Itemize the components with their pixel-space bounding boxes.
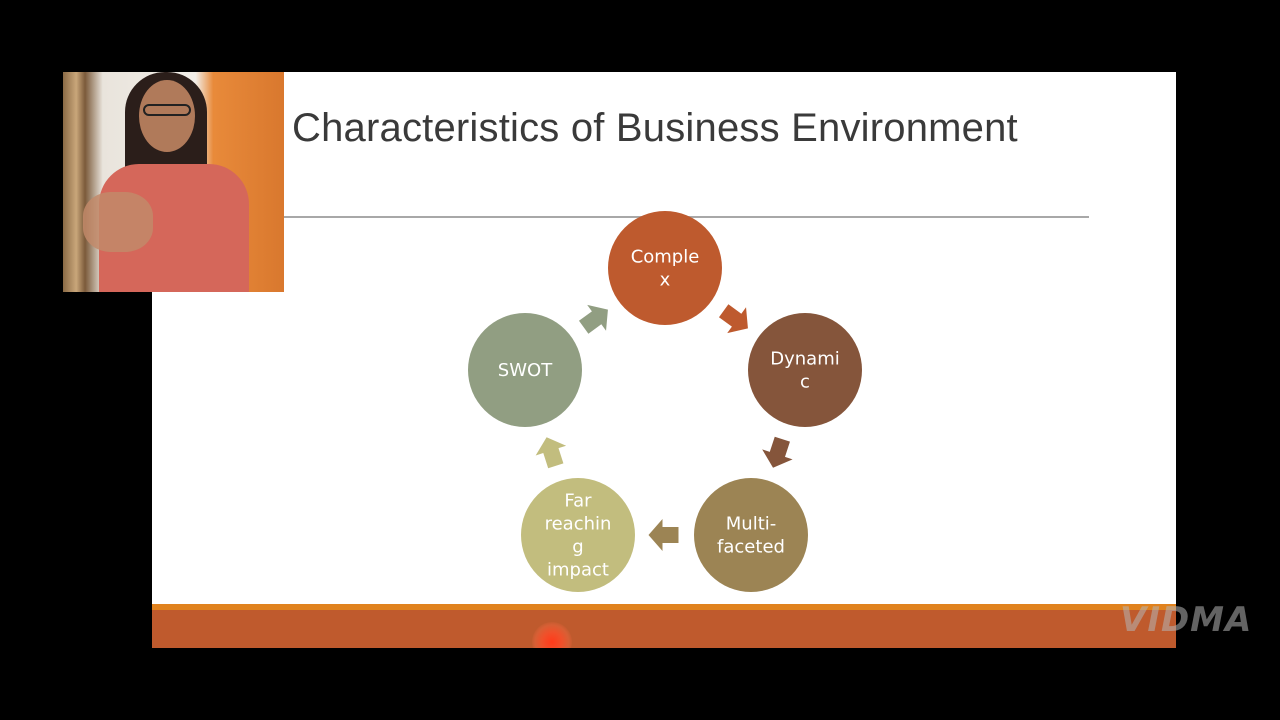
slide-title: Characteristics of Business Environment	[292, 106, 1018, 150]
cycle-node-label: reachin	[545, 514, 612, 535]
laser-pointer-icon	[532, 622, 572, 648]
cycle-node-label: Dynami	[770, 349, 840, 370]
cycle-arrow-icon	[718, 304, 748, 334]
presenter-glasses	[143, 104, 191, 116]
cycle-arrow-icon	[578, 304, 608, 334]
cycle-node-circle	[748, 313, 862, 427]
cycle-node-label: g	[572, 537, 583, 558]
cycle-arrow-icon	[762, 436, 793, 468]
footer-bar	[152, 610, 1176, 648]
presenter-webcam	[63, 72, 284, 292]
cycle-node: Multi-faceted	[694, 478, 808, 592]
cycle-diagram: ComplexDynamicMulti-facetedFarreachingim…	[468, 211, 862, 592]
cycle-node-circle	[608, 211, 722, 325]
cycle-node-label: x	[660, 270, 671, 291]
cycle-arrow-icon	[648, 519, 679, 551]
cycle-node-label: impact	[547, 560, 609, 581]
cycle-node-circle	[694, 478, 808, 592]
cycle-node-label: c	[800, 372, 810, 393]
cycle-node-label: Multi-	[726, 514, 777, 535]
presentation-slide: Characteristics of Business Environment …	[152, 72, 1176, 648]
cycle-node-label: faceted	[717, 537, 785, 558]
vidma-watermark: VIDMA	[1120, 600, 1253, 640]
presenter-face	[139, 80, 195, 152]
cycle-arrow-icon	[535, 437, 567, 469]
presenter-hands	[83, 192, 153, 252]
cycle-node-circle	[468, 313, 582, 427]
cycle-node-label: Comple	[631, 247, 700, 268]
cycle-node: SWOT	[468, 313, 582, 427]
cycle-node-label: SWOT	[498, 360, 553, 381]
cycle-node-label: Far	[564, 491, 592, 512]
cycle-node-circle	[521, 478, 635, 592]
accent-line	[152, 604, 1176, 610]
